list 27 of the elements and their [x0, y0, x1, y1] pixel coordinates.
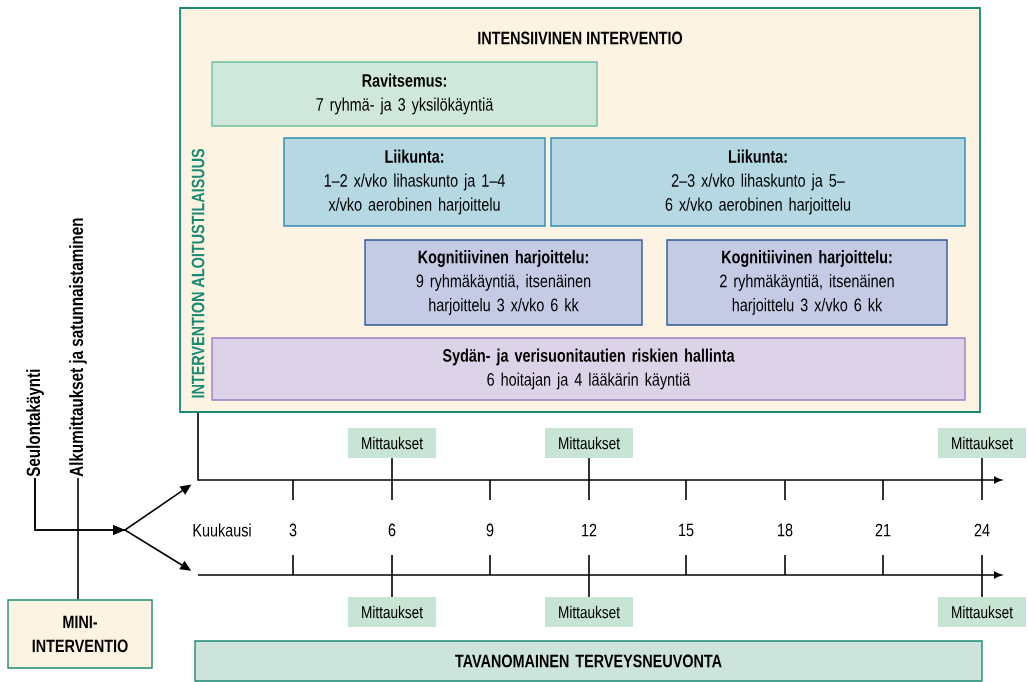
tick-label: 3: [289, 523, 297, 537]
measurement-tag: Mittaukset: [348, 597, 436, 627]
tick-label: 6: [388, 523, 396, 537]
tick-label: 18: [778, 523, 793, 537]
connector-line: [77, 477, 79, 601]
activity-box: Kognitiivinen harjoittelu: 9 ryhmäkäyntiä, itsenäinen harjoittelu 3 x/vko 6 kk: [364, 239, 643, 326]
activity-box: Ravitsemus: 7 ryhmä- ja 3 yksilökäyntiä: [211, 61, 598, 127]
measurement-tag: Mittaukset: [545, 428, 633, 458]
axis-label: Kuukausi: [193, 523, 251, 537]
program-box: TAVANOMAINEN TERVEYSNEUVONTA: [194, 640, 983, 682]
activity-box: Liikunta: 2–3 x/vko lihaskunto ja 5–6 x/vko aerobinen harjoittelu: [550, 137, 966, 227]
tick-label: 15: [679, 523, 694, 537]
measurement-tag: Mittaukset: [348, 428, 436, 458]
tick-label: 12: [582, 523, 597, 537]
arrow: [34, 477, 192, 571]
step-label: Alkumittaukset ja satunnaistaminen: [69, 218, 87, 477]
measurement-tag: Mittaukset: [545, 597, 633, 627]
activity-box: Sydän- ja verisuonitautien riskien hallinta 6 hoitajan ja 4 lääkärin käyntiä: [211, 337, 966, 401]
measurement-tag: Mittaukset: [938, 597, 1026, 627]
program-box: MINI-INTERVENTIO: [7, 599, 153, 669]
measurement-tag: Mittaukset: [938, 428, 1026, 458]
step-label: Seulontakäynti: [26, 369, 44, 477]
tick-label: 9: [486, 523, 494, 537]
tick-label: 21: [875, 523, 891, 537]
activity-box: Kognitiivinen harjoittelu: 2 ryhmäkäyntiä, itsenäinen harjoittelu 3 x/vko 6 kk: [666, 239, 948, 326]
tick-label: 24: [974, 523, 990, 537]
activity-box: Liikunta: 1–2 x/vko lihaskunto ja 1–4 x/vko aerobinen harjoittelu: [283, 137, 546, 227]
